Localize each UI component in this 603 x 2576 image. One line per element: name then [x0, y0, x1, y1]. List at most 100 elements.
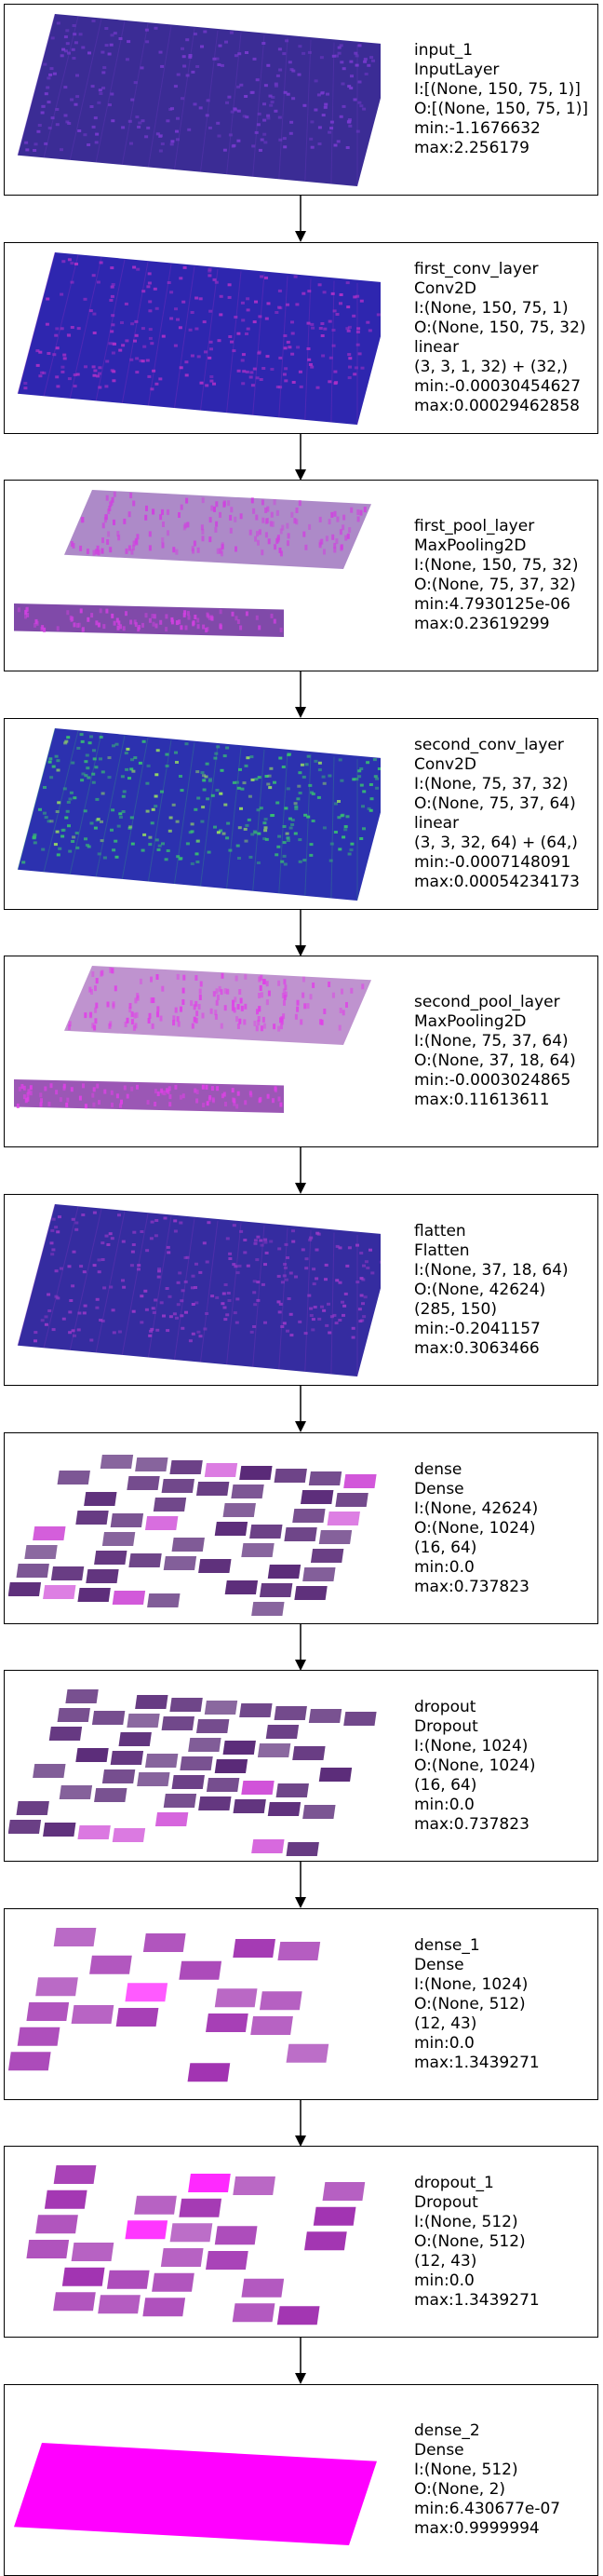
feature-map-cell	[44, 142, 48, 145]
feature-map-cell	[185, 74, 190, 77]
feature-map-cell	[121, 1279, 125, 1282]
pool-cell	[84, 1012, 87, 1019]
pool-cell	[133, 619, 137, 625]
layer-detail: O:(None, 512)	[414, 1994, 526, 2013]
activation-block	[33, 1764, 66, 1778]
pool-cell	[156, 1091, 160, 1096]
layer-detail: min:0.0	[414, 2033, 475, 2053]
pool-cell	[44, 1086, 47, 1091]
feature-map-cell	[102, 1286, 107, 1290]
feature-map-cell	[266, 302, 271, 305]
feature-map-cell	[51, 765, 56, 768]
feature-map-cell	[254, 130, 259, 134]
feature-map-highlight	[145, 809, 150, 813]
pool-cell	[152, 997, 155, 1003]
feature-map-cell	[331, 54, 336, 58]
feature-map-cell	[363, 1295, 368, 1299]
activation-block	[144, 1516, 179, 1530]
feature-map-cell	[286, 836, 290, 840]
pool-cell	[282, 1013, 286, 1020]
pool-cell	[182, 524, 186, 531]
activation-block	[195, 1719, 230, 1733]
layer-detail: (3, 3, 32, 64) + (64,)	[414, 834, 578, 852]
feature-map-highlight	[267, 774, 272, 778]
pool-cell	[16, 1103, 20, 1108]
pool-cell	[180, 625, 183, 630]
grid-line	[121, 23, 149, 165]
feature-map-cell	[25, 148, 30, 152]
feature-map-cell	[205, 114, 209, 117]
feature-map-cell	[246, 327, 250, 331]
activation-block	[310, 1549, 344, 1563]
feature-map-cell	[44, 1322, 48, 1326]
pool-cell	[295, 508, 299, 513]
feature-map-highlight	[190, 822, 194, 826]
feature-map-cell	[60, 292, 64, 296]
feature-map-cell	[55, 108, 60, 111]
feature-map-cell	[96, 280, 100, 284]
activation-block	[84, 1492, 117, 1506]
feature-map-cell	[188, 1339, 193, 1343]
pool-cell	[277, 980, 281, 986]
activation-block	[224, 1580, 259, 1594]
pool-cell	[208, 615, 211, 620]
pool-cell	[209, 615, 213, 620]
pool-cell	[29, 1091, 33, 1096]
feature-map-highlight	[300, 763, 304, 766]
feature-map-cell	[359, 767, 364, 770]
pool-cell	[336, 516, 340, 522]
feature-map-cell	[328, 1331, 332, 1335]
flow-arrow	[295, 2100, 306, 2147]
feature-map-cell	[154, 1298, 158, 1302]
feature-map-cell	[92, 1211, 97, 1214]
layer-visualization-svg	[14, 2443, 377, 2545]
pool-cell	[264, 532, 268, 538]
feature-map-cell	[208, 356, 212, 359]
activation-block	[127, 1476, 160, 1490]
feature-map-highlight	[246, 756, 250, 760]
activation-block	[265, 1725, 300, 1739]
feature-map-cell	[347, 852, 352, 856]
feature-map-cell	[130, 842, 135, 846]
pool-cell	[238, 989, 242, 995]
feature-map-cell	[217, 134, 221, 138]
feature-map-cell	[266, 116, 271, 120]
pool-cell	[168, 1086, 171, 1091]
pool-cell	[193, 1016, 196, 1023]
pool-cell	[29, 1085, 33, 1091]
feature-map-cell	[112, 379, 116, 383]
feature-map-cell	[44, 92, 48, 96]
feature-map-cell	[71, 761, 75, 765]
feature-map-cell	[44, 816, 48, 820]
feature-map-cell	[274, 109, 278, 113]
pool-cell	[274, 544, 277, 550]
activation-block	[16, 1801, 49, 1815]
feature-map-cell	[156, 848, 161, 851]
feature-map-cell	[264, 837, 269, 841]
feature-map-cell	[362, 827, 366, 831]
feature-map-cell	[266, 114, 271, 117]
feature-map-cell	[355, 343, 360, 346]
pool-cell	[274, 1086, 277, 1091]
feature-map-cell	[110, 266, 114, 270]
feature-map-cell	[169, 317, 174, 320]
pool-cell	[194, 1000, 198, 1007]
feature-map-cell	[263, 1263, 267, 1267]
pool-cell	[275, 538, 279, 544]
feature-map-highlight	[243, 827, 248, 831]
feature-map-cell	[340, 61, 344, 64]
feature-map-cell	[312, 1282, 316, 1286]
activation-block	[128, 1553, 162, 1567]
feature-map-cell	[342, 1304, 347, 1308]
pool-cell	[208, 1096, 211, 1102]
feature-map-cell	[315, 1231, 320, 1235]
pool-cell	[223, 988, 227, 995]
feature-map-cell	[82, 1270, 87, 1274]
feature-map-cell	[107, 52, 112, 56]
feature-map-cell	[309, 843, 314, 847]
feature-map-cell	[252, 1291, 257, 1295]
feature-map-cell	[99, 757, 102, 761]
grid-line	[200, 30, 219, 172]
feature-map-cell	[357, 101, 362, 104]
